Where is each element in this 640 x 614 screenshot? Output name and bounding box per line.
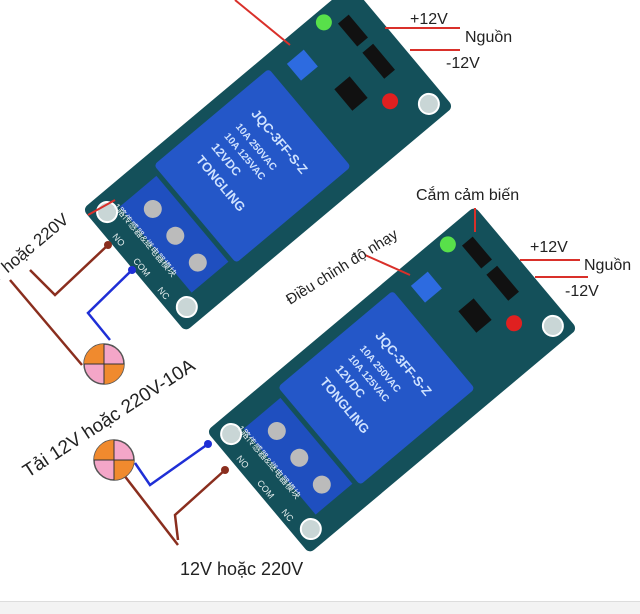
- relay-module-top: JQC-3FF-S-Z 10A 250VAC 10A 125VAC 12VDC …: [84, 0, 452, 330]
- mount-hole: [220, 423, 243, 446]
- mount-hole: [541, 314, 564, 337]
- power-minus-label: -12V: [565, 283, 599, 300]
- wire-node: [128, 266, 136, 274]
- potentiometer: [410, 271, 442, 303]
- led-green: [439, 236, 456, 253]
- power-minus-label: -12V: [446, 55, 480, 72]
- lamp-icon: [83, 343, 125, 385]
- power-label: Nguồn: [465, 29, 512, 46]
- potentiometer: [286, 49, 318, 81]
- lamp-icon: [93, 439, 135, 481]
- mount-hole: [299, 518, 322, 541]
- screw-icon: [312, 475, 331, 494]
- power-header: [486, 265, 519, 301]
- power-header: [362, 43, 395, 79]
- relay-body: [155, 70, 350, 262]
- annotations-bottom: [364, 208, 588, 278]
- wire-node: [221, 466, 229, 474]
- relay-body: [279, 292, 474, 484]
- power-label: Nguồn: [584, 257, 631, 274]
- bottom-bar: [0, 601, 640, 614]
- screw-icon: [290, 448, 309, 467]
- led-red: [506, 315, 523, 332]
- supply-label-bottom: 12V hoặc 220V: [180, 559, 303, 579]
- led-red: [382, 93, 399, 110]
- screw-icon: [166, 226, 185, 245]
- mount-hole: [175, 296, 198, 319]
- mount-hole: [417, 92, 440, 115]
- power-plus-label: +12V: [410, 11, 448, 28]
- annotations-top: [87, 0, 460, 216]
- screw-icon: [143, 199, 162, 218]
- wire-node: [104, 241, 112, 249]
- wiring: [9, 244, 226, 546]
- led-green: [315, 14, 332, 31]
- screw-icon: [188, 253, 207, 272]
- wire-node: [204, 440, 212, 448]
- sensor-header: [461, 236, 492, 269]
- ic-chip: [458, 298, 492, 333]
- power-plus-label: +12V: [530, 239, 568, 256]
- sensor-header: [337, 14, 368, 47]
- relay-module-bottom: JQC-3FF-S-Z 10A 250VAC 10A 125VAC 12VDC …: [208, 208, 576, 552]
- sensor-label: Cắm cảm biến: [416, 185, 519, 204]
- ic-chip: [334, 76, 368, 111]
- screw-icon: [267, 421, 286, 440]
